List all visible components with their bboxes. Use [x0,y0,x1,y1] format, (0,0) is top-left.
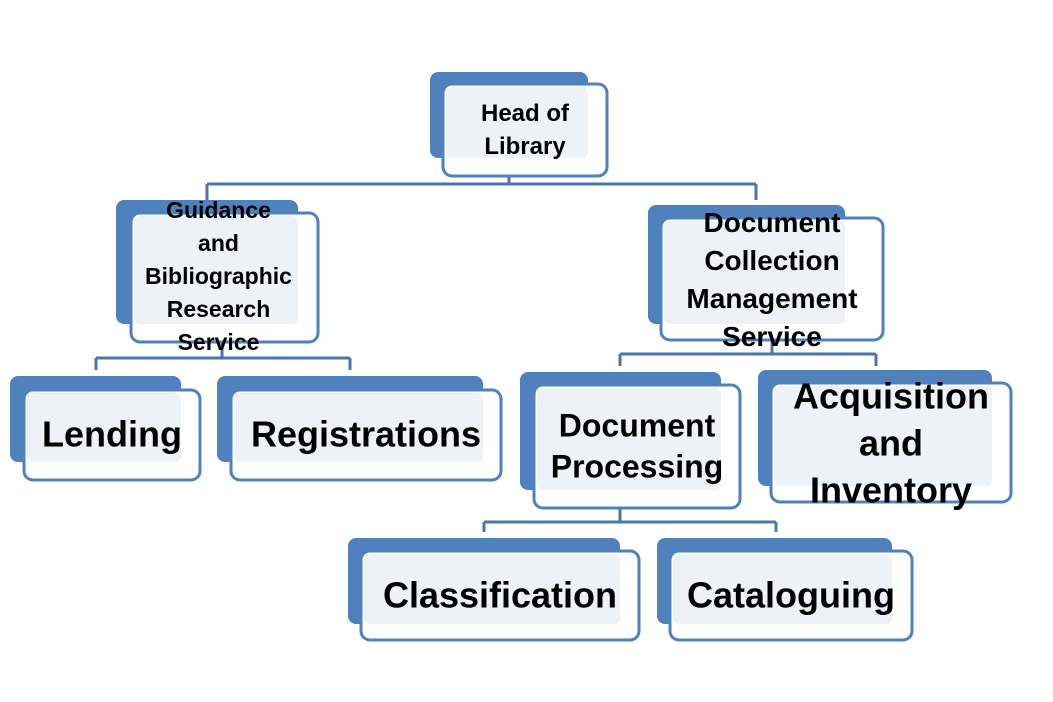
node-label: Cataloguing [687,575,895,616]
node-label: Research [167,296,271,322]
node-border [359,549,641,642]
node-head: Head of Library [430,72,609,178]
node-label: Management [686,283,857,314]
node-registrations: Registrations [217,376,503,482]
node-fill [364,554,620,624]
node-label: Bibliographic [145,263,292,289]
node-label: Acquisition [793,376,989,417]
node-label: Lending [42,414,182,455]
node-label: Processing [551,449,724,485]
node-label: Guidance [166,197,271,223]
node-label: Document [559,408,716,444]
node-fill [134,216,298,324]
node-label: Registrations [251,414,481,455]
node-cataloguing: Cataloguing [657,538,914,642]
node-label: Library [484,133,566,160]
node-border [129,211,320,344]
node-label: Collection [704,245,839,276]
node-border [22,388,202,482]
node-border [229,388,503,482]
node-fill [537,388,721,490]
node-fill [27,393,181,462]
node-lending: Lending [10,376,202,482]
node-border [659,216,885,342]
node-fill [673,554,892,624]
node-label: Document [704,207,841,238]
connectors [94,176,878,532]
node-fill [664,221,845,324]
node-fill [446,87,588,158]
node-label: Service [722,321,822,352]
node-border [769,381,1013,504]
node-classification: Classification [348,538,641,642]
node-label: and [859,423,923,464]
node-label: Classification [383,575,617,616]
node-label: Head of [481,100,570,127]
node-fill [774,386,992,486]
node-label: and [198,230,239,256]
node-fill [234,393,483,462]
node-label: Service [178,329,260,355]
node-border [532,383,742,510]
node-border [668,549,914,642]
node-label: Inventory [810,470,972,511]
node-border [441,82,609,178]
